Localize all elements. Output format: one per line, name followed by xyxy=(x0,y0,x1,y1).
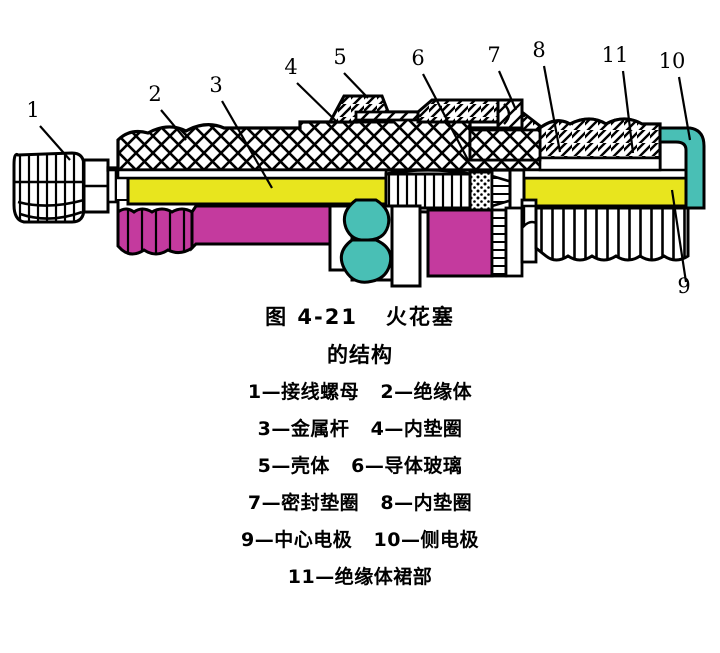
callout-number-10: 10 xyxy=(659,49,686,73)
callout-number-2: 2 xyxy=(148,82,161,106)
figure-caption-line-1: 图 4-21 火花塞 xyxy=(265,305,455,329)
callout-leader-line-2 xyxy=(160,109,187,141)
conductor-glass-part xyxy=(468,168,526,214)
center-electrode-part xyxy=(522,168,692,208)
spark-plug-cross-section-diagram: 1 2 3 4 5 6 7 8 11 10 9 xyxy=(0,0,720,300)
callout-leader-line-10 xyxy=(677,76,692,141)
figure-caption-block: 图 4-21 火花塞 的结构 1—接线螺母 2—绝缘体 3—金属杆 4—内垫圈 … xyxy=(0,298,720,596)
callout-leader-line-11 xyxy=(621,70,635,154)
insulator-skirt-part xyxy=(116,200,332,256)
callout-number-5: 5 xyxy=(333,45,346,69)
callout-leader-line-5 xyxy=(343,72,369,99)
insulator-block-shape xyxy=(426,208,494,278)
callout-number-4: 4 xyxy=(284,55,297,79)
callout-number-8: 8 xyxy=(532,38,545,62)
callout-number-1: 1 xyxy=(26,98,39,122)
callout-leader-line-4 xyxy=(296,82,338,123)
legend-line-4: 7—密封垫圈 8—内垫圈 xyxy=(247,492,473,514)
callout-leader-line-7 xyxy=(497,70,518,111)
legend-line-1: 1—接线螺母 2—绝缘体 xyxy=(247,381,473,403)
legend-line-3: 5—壳体 6—导体玻璃 xyxy=(257,455,463,477)
side-electrode-part xyxy=(658,126,706,210)
inner-gasket-part xyxy=(339,198,393,284)
metal-rod-part xyxy=(106,168,388,206)
callout-number-7: 7 xyxy=(487,43,500,67)
callout-group: 1 2 3 4 5 6 7 8 11 10 9 xyxy=(26,38,692,298)
callout-number-9: 9 xyxy=(677,274,690,298)
callout-leader-line-8 xyxy=(542,65,562,153)
callout-number-3: 3 xyxy=(209,73,222,97)
legend-line-2: 3—金属杆 4—内垫圈 xyxy=(257,418,463,440)
callout-number-11: 11 xyxy=(602,43,629,67)
legend-line-6: 11—绝缘体裙部 xyxy=(287,566,433,588)
callout-leader-line-1 xyxy=(39,125,71,161)
callout-number-6: 6 xyxy=(411,46,424,70)
callout-leader-line-9 xyxy=(670,189,688,283)
callout-leader-line-6 xyxy=(422,73,469,161)
figure-caption-line-2: 的结构 xyxy=(327,343,393,367)
terminal-nut-part xyxy=(12,151,110,224)
legend-line-5: 9—中心电极 10—侧电极 xyxy=(240,529,479,551)
callout-leader-line-3 xyxy=(221,100,273,189)
plug-body-graphic: 1 2 3 4 5 6 7 8 11 10 9 xyxy=(12,38,706,298)
